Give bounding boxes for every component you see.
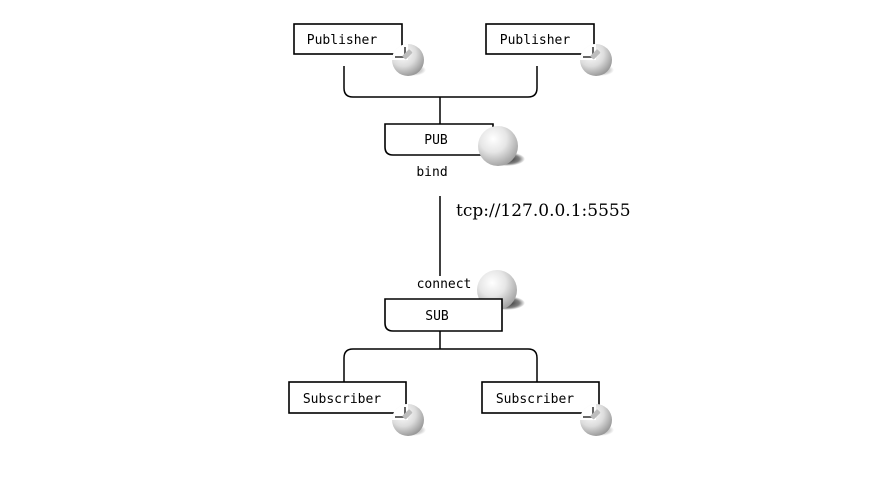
publisher-right-box [485, 23, 595, 55]
subscriber-left-box [288, 381, 407, 414]
subscriber-left-label: Subscriber [303, 392, 381, 407]
plug-icon [579, 403, 615, 437]
publisher-left: Publisher [293, 23, 427, 77]
subscriber-right: Subscriber [481, 381, 615, 437]
publishers-bracket [343, 66, 538, 124]
plug-icon [579, 43, 615, 77]
subscriber-left: Subscriber [288, 381, 427, 437]
subscriber-right-label: Subscriber [496, 392, 574, 407]
sub-socket-box [384, 298, 503, 332]
subscriber-right-box [481, 381, 600, 414]
endpoint-label: tcp://127.0.0.1:5555 [456, 201, 631, 221]
connect-label: connect [417, 277, 472, 292]
plug-icon [391, 43, 427, 77]
subscribers-bracket [343, 331, 538, 382]
pub-socket-label: PUB [424, 133, 448, 148]
publisher-left-box [293, 23, 403, 55]
sub-socket: SUB [384, 270, 525, 332]
pub-socket: PUB [384, 123, 525, 166]
socket-ball-icon [478, 126, 518, 166]
plug-icon [391, 403, 427, 437]
publisher-left-label: Publisher [307, 33, 378, 48]
pub-socket-box [384, 123, 494, 156]
publisher-right-label: Publisher [500, 33, 571, 48]
publisher-right: Publisher [485, 23, 615, 77]
bind-label: bind [416, 165, 447, 180]
sub-socket-label: SUB [425, 309, 449, 324]
